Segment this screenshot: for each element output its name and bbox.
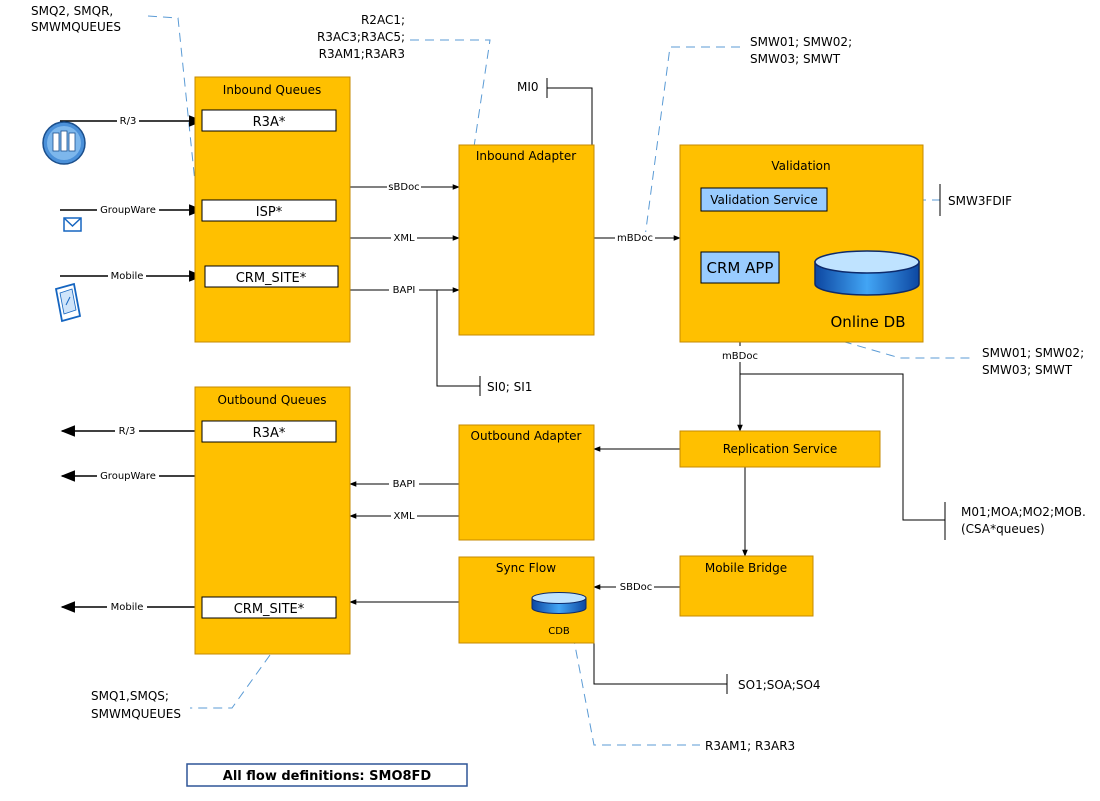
edge-labels: R/3 GroupWare Mobile sBDoc XML BAPI mBDo… bbox=[97, 115, 762, 613]
flow-arrows bbox=[60, 115, 204, 613]
note-smq1-line2: SMWMQUEUES bbox=[91, 707, 181, 721]
inbound-adapter-title: Inbound Adapter bbox=[476, 149, 576, 163]
laptop-icon bbox=[54, 282, 82, 323]
m01-line bbox=[740, 373, 945, 521]
outbound-queues-box: Outbound Queues R3A* CRM_SITE* bbox=[194, 386, 351, 655]
edge-label-mbdoc-from-crm: mBDoc bbox=[722, 351, 758, 362]
note-smw-mid-line2: SMW03; SMWT bbox=[982, 363, 1073, 377]
edge-label-sbdoc-in: sBDoc bbox=[388, 182, 419, 193]
replication-service-title: Replication Service bbox=[723, 442, 838, 456]
edge-label-mbdoc-to-validation: mBDoc bbox=[617, 233, 653, 244]
so1-line bbox=[593, 640, 727, 685]
edge-label-bapi-in: BAPI bbox=[393, 285, 416, 296]
inbound-queues-box: Inbound Queues R3A* ISP* CRM_SITE* bbox=[194, 76, 351, 343]
outbound-queues-title: Outbound Queues bbox=[217, 393, 326, 407]
note-r3am1: R3AM1; R3AR3 bbox=[705, 739, 795, 753]
edge-label-r3-out: R/3 bbox=[119, 426, 136, 437]
sync-flow-title: Sync Flow bbox=[496, 561, 556, 575]
cdb-label: CDB bbox=[548, 626, 570, 637]
edge-label-mobile-in: Mobile bbox=[111, 271, 144, 282]
mobile-bridge-title: Mobile Bridge bbox=[705, 561, 787, 575]
note-r2ac1-line2: R3AC3;R3AC5; bbox=[317, 30, 405, 44]
note-smq2-line1: SMQ2, SMQR, bbox=[31, 4, 113, 18]
inbound-r3a-queue: R3A* bbox=[253, 115, 286, 130]
cdb-icon bbox=[531, 592, 587, 614]
edge-label-xml-out: XML bbox=[393, 511, 414, 522]
edge-label-xml-in: XML bbox=[393, 233, 414, 244]
note-mi0: MI0 bbox=[517, 80, 539, 94]
si0-line bbox=[436, 290, 480, 387]
note-r2ac1-line1: R2AC1; bbox=[361, 13, 405, 27]
edge-label-bapi-out: BAPI bbox=[393, 479, 416, 490]
inbound-adapter-box: Inbound Adapter bbox=[458, 144, 595, 336]
note-so1: SO1;SOA;SO4 bbox=[738, 678, 821, 692]
note-r2ac1-line3: R3AM1;R3AR3 bbox=[319, 47, 405, 61]
annotation-line-smw-top bbox=[644, 46, 740, 238]
note-smw-mid-line1: SMW01; SMW02; bbox=[982, 346, 1084, 360]
edge-label-sbdoc-sync: SBDoc bbox=[620, 582, 653, 593]
legend: All flow definitions: SMO8FD bbox=[186, 763, 468, 787]
note-smw-top-line2: SMW03; SMWT bbox=[750, 52, 841, 66]
envelope-icon bbox=[63, 217, 82, 232]
outbound-adapter-title: Outbound Adapter bbox=[471, 429, 582, 443]
validation-service: Validation Service bbox=[710, 193, 817, 207]
outbound-adapter-box: Outbound Adapter bbox=[458, 424, 595, 541]
sync-flow-box: Sync Flow CDB bbox=[458, 556, 595, 644]
annotation-line-smq2 bbox=[147, 15, 197, 193]
online-db-label: Online DB bbox=[831, 313, 906, 331]
edge-label-groupware-in: GroupWare bbox=[100, 205, 156, 216]
validation-box: Validation Validation Service CRM APP On… bbox=[679, 144, 924, 343]
annotation-line-smw-mid bbox=[741, 311, 975, 359]
note-smq1-line1: SMQ1,SMQS; bbox=[91, 689, 169, 703]
note-smw-top-line1: SMW01; SMW02; bbox=[750, 35, 852, 49]
legend-text: All flow definitions: SMO8FD bbox=[223, 769, 432, 784]
outbound-r3a-queue: R3A* bbox=[253, 426, 286, 441]
annotation-line-r3am1 bbox=[572, 634, 700, 746]
edge-label-r3-in: R/3 bbox=[120, 116, 137, 127]
inbound-isp-queue: ISP* bbox=[256, 205, 283, 220]
note-m01-line1: M01;MOA;MO2;MOB. bbox=[961, 505, 1086, 519]
note-smq2-line2: SMWMQUEUES bbox=[31, 20, 121, 34]
annotation-line-smq1 bbox=[190, 654, 271, 709]
note-si0: SI0; SI1 bbox=[487, 380, 532, 394]
online-db-icon bbox=[814, 250, 920, 296]
validation-title: Validation bbox=[771, 159, 830, 173]
r3-server-icon bbox=[42, 121, 86, 165]
edge-label-groupware-out: GroupWare bbox=[100, 471, 156, 482]
mobile-bridge-box: Mobile Bridge bbox=[679, 555, 814, 617]
replication-service-box: Replication Service bbox=[679, 430, 881, 468]
note-m01-line2: (CSA*queues) bbox=[961, 522, 1045, 536]
note-smw3fdif: SMW3FDIF bbox=[948, 194, 1012, 208]
inbound-crm-site-queue: CRM_SITE* bbox=[236, 271, 307, 286]
crm-app: CRM APP bbox=[707, 259, 774, 277]
outbound-crm-site-queue: CRM_SITE* bbox=[234, 602, 305, 617]
transaction-notes: SMQ2, SMQR, SMWMQUEUES R2AC1; R3AC3;R3AC… bbox=[31, 4, 1086, 753]
inbound-queues-title: Inbound Queues bbox=[223, 83, 321, 97]
edge-label-mobile-out: Mobile bbox=[111, 602, 144, 613]
